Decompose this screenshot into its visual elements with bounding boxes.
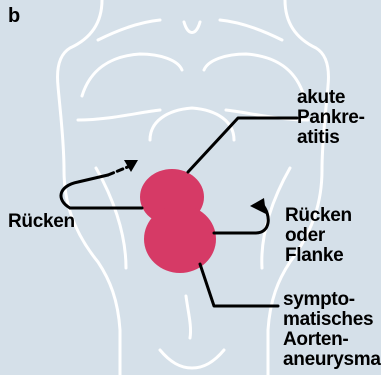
label-aorta: sympto- matisches Aorten- aneurysma [283,290,381,370]
pointer-pankreatitis [188,118,297,172]
abdomen-left-line [96,168,126,268]
pointer-aorta [200,264,278,306]
label-pankreatitis: akute Pankre- atitis [297,88,365,148]
aorta-pain-region [144,205,216,273]
neck-notch [184,22,200,33]
label-ruecken-left: Rücken [8,212,75,232]
rib-arch-left [78,110,160,120]
chest-right [204,54,304,96]
arrow-to-back-right [250,198,266,214]
pain-regions [140,169,216,273]
clavicle-right [220,20,282,40]
groin-line [160,350,224,368]
chest-left [82,54,182,96]
pointer-ruecken-left-dashed [108,166,130,175]
label-ruecken-flanke: Rücken oder Flanke [285,206,352,266]
clavicle-left [98,20,160,40]
panel-letter: b [8,6,20,26]
navel-line [186,296,191,338]
